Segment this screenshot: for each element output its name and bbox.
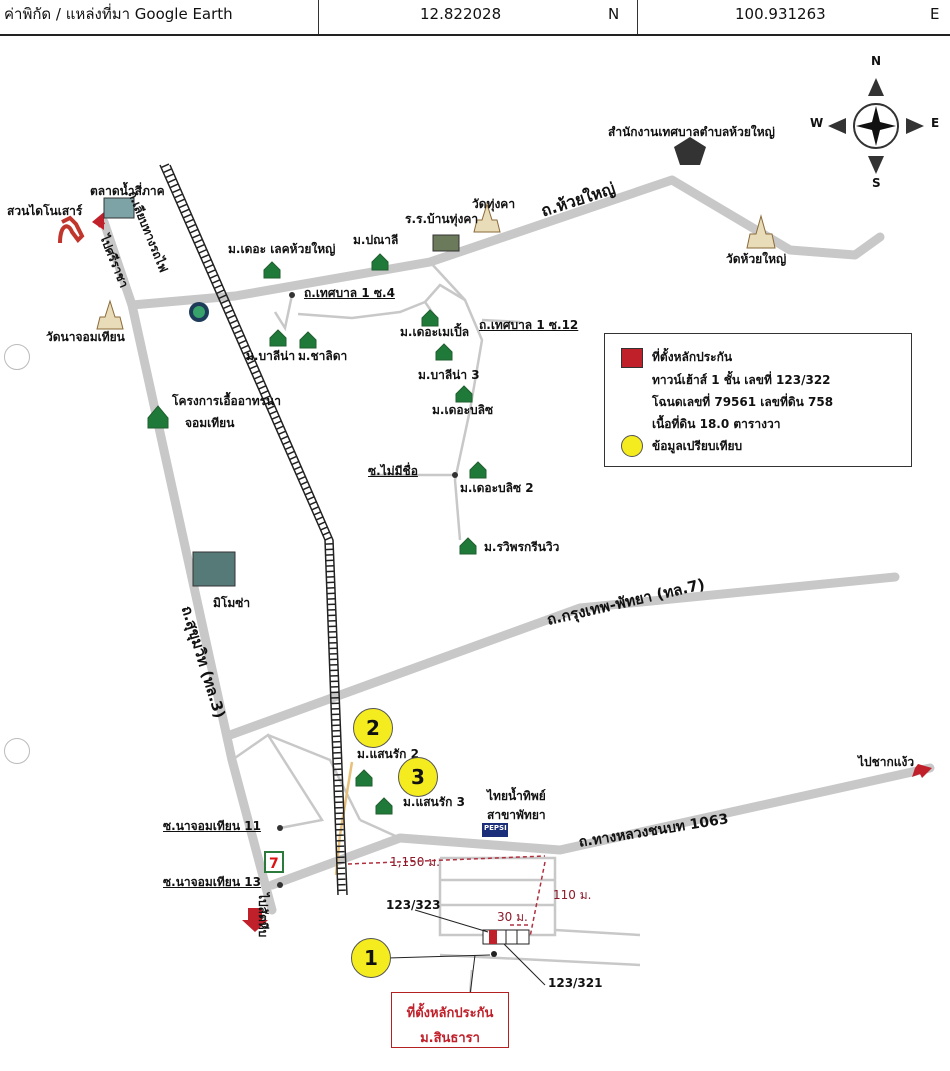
road-points: [277, 292, 458, 888]
divider: [637, 0, 638, 34]
collateral-site-marker: [489, 930, 497, 944]
distance-label-110: 110 ม.: [553, 888, 592, 902]
legend-line-1: ทาวน์เฮ้าส์ 1 ชั้น เลขที่ 123/322: [652, 373, 831, 387]
compass-east-label: E: [931, 116, 940, 130]
longitude-direction: E: [930, 5, 940, 23]
svg-text:7: 7: [269, 856, 279, 872]
market-icon: [103, 197, 135, 219]
compass-west-label: W: [810, 116, 824, 130]
label-m-saensak2: ม.แสนรัก 2: [357, 747, 419, 761]
divider: [318, 0, 319, 34]
minor-roads: [231, 261, 641, 996]
road-network: [99, 175, 935, 915]
legend-comparable-label: ข้อมูลเปรียบเทียบ: [652, 439, 743, 453]
railway: [159, 163, 348, 896]
label-m-saensak3: ม.แสนรัก 3: [403, 795, 465, 809]
label-m-the-bliss2: ม.เดอะบลิซ 2: [460, 481, 534, 495]
collateral-site-callout: ที่ตั้งหลักประกัน ม.สินธารา: [391, 992, 509, 1048]
unit-number-right: 123/321: [548, 976, 603, 990]
label-wat-najomtien: วัดนาจอมเทียน: [46, 330, 125, 344]
road-huay-yai: [127, 175, 885, 310]
distance-label-1150: 1,150 ม.: [390, 855, 440, 869]
label-pepsi: PEPSI: [484, 824, 507, 832]
arrow-to-sriracha: [92, 212, 106, 230]
compass-rose: [828, 78, 924, 174]
label-market: ตลาดน้ำสี่ภาค: [90, 184, 165, 198]
road-label-najomtien-13: ซ.นาจอมเทียน 13: [163, 875, 261, 889]
label-m-chalida: ม.ชาลิดา: [298, 349, 348, 363]
arrow-to-sattahip: [242, 908, 268, 932]
label-m-the-lake: ม.เดอะ เลคห้วยใหญ่: [228, 242, 336, 256]
road-label-najomtien-11: ซ.นาจอมเทียน 11: [163, 819, 261, 833]
temple-icon: [473, 202, 501, 233]
road-label-thetsaban-4: ถ.เทศบาล 1 ซ.4: [304, 286, 395, 300]
punch-hole: [4, 738, 30, 764]
mimosa-photo-icon: [192, 551, 236, 587]
label-mimosa: มิโมซ่า: [213, 596, 251, 610]
punch-hole: [4, 344, 30, 370]
legend-line-2: โฉนดเลขที่ 79561 เลขที่ดิน 758: [652, 395, 834, 409]
label-ueaarthorn-1: โครงการเอื้ออาทรนา: [172, 394, 281, 408]
label-thainamthip-1: ไทยน้ำทิพย์: [487, 789, 546, 803]
label-wat-thungkha: วัดทุ่งคา: [472, 197, 516, 211]
map-legend: ที่ตั้งหลักประกัน ทาวน์เฮ้าส์ 1 ชั้น เลข…: [604, 333, 912, 467]
label-wat-huay-yai: วัดห้วยใหญ่: [726, 252, 787, 266]
label-m-panali: ม.ปณาลี: [353, 233, 399, 247]
temple-icon: [746, 214, 776, 249]
house-icon: [147, 253, 487, 815]
legend-comparable-swatch: [621, 435, 643, 457]
comparable-marker-3: 3: [398, 757, 438, 797]
latitude-value: 12.822028: [420, 5, 502, 23]
label-m-rawiporn: ม.รวิพรกรีนวิว: [484, 540, 560, 554]
callout-line-2: ม.สินธารา: [420, 1031, 480, 1046]
source-label: ค่าพิกัด / แหล่งที่มา Google Earth: [4, 5, 233, 23]
label-ueaarthorn-2: จอมเทียน: [185, 416, 235, 430]
road-bkk-pattaya: [225, 572, 900, 740]
temple-icon: [96, 299, 124, 330]
label-m-the-maple: ม.เดอะเมเปิ้ล: [400, 325, 470, 339]
dinosaur-icon: [58, 215, 85, 244]
leader-lines: [387, 909, 546, 996]
legend-line-3: เนื้อที่ดิน 18.0 ตารางวา: [652, 417, 781, 431]
compass-south-label: S: [872, 176, 881, 190]
legend-site-swatch: [621, 348, 643, 368]
legend-site-label: ที่ตั้งหลักประกัน: [652, 350, 733, 364]
latitude-direction: N: [608, 5, 620, 23]
comparable-marker-2: 2: [353, 708, 393, 748]
direction-to-chakngao: ไปชากแง้ว: [858, 755, 915, 769]
road-sukhumvit: [99, 217, 277, 915]
longitude-value: 100.931263: [735, 5, 826, 23]
label-m-baanlina3: ม.บาลีน่า 3: [418, 368, 480, 382]
distance-label-30: 30 ม.: [497, 910, 528, 924]
arrow-to-chakngao: [912, 764, 932, 778]
direction-to-sattahip: ไปสัตหีบ: [256, 893, 270, 938]
label-m-the-bliss: ม.เดอะบลิซ: [432, 403, 494, 417]
unit-number-left: 123/323: [386, 898, 441, 912]
road-1063: [267, 763, 935, 890]
callout-line-1: ที่ตั้งหลักประกัน: [406, 1006, 494, 1021]
pepsi-logo-icon: [482, 823, 508, 837]
label-school: ร.ร.บ้านทุ่งคา: [405, 212, 479, 226]
comparable-marker-1: 1: [351, 938, 391, 978]
compass-north-label: N: [871, 54, 882, 68]
seven-eleven-logo-icon: [264, 851, 284, 873]
label-thainamthip-2: สาขาพัทยา: [487, 808, 546, 822]
municipal-emblem-icon: [674, 137, 706, 165]
distance-dimensions: [347, 855, 546, 938]
label-dino-park: สวนไดโนเสาร์: [7, 204, 83, 218]
road-label-thetsaban-12: ถ.เทศบาล 1 ซ.12: [479, 318, 579, 332]
coordinate-header: ค่าพิกัด / แหล่งที่มา Google Earth 12.82…: [0, 0, 950, 36]
school-icon: [432, 234, 460, 252]
label-municipal-office: สำนักงานเทศบาลตำบลห้วยใหญ่: [608, 125, 775, 139]
label-m-baanlina: ม.บาลีน่า: [246, 349, 296, 363]
road-label-no-name: ซ.ไม่มีชื่อ: [368, 464, 418, 478]
